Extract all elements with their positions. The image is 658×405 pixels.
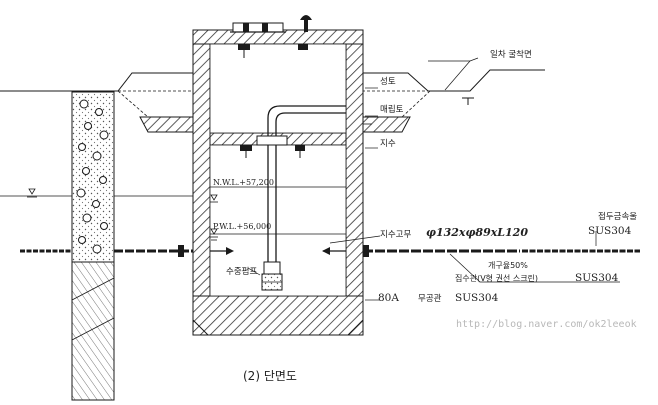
label-blind-pipe: 무공관 [418,293,442,304]
leader-lines [247,57,620,301]
label-sus304-top: SUS304 [588,225,632,237]
label-open-ratio: 개구율50% [488,260,528,270]
discharge-pipe [256,105,346,262]
ground-lines [0,69,545,105]
fill-layer [117,90,431,118]
caption: (2) 단면도 [243,369,297,383]
label-pump: 수중펌프 [226,266,257,277]
watermark-url: http://blog.naver.com/ok2leeok [456,319,637,330]
label-fitting-metal: 접두금속울 [598,211,637,222]
label-sus304-bottom: SUS304 [455,292,499,304]
submersible-pump [261,261,283,291]
label-backfill: 매립토 [380,105,404,115]
label-pwl: P.W.L.+56,000 [213,222,271,231]
well-structure [192,15,364,336]
label-nwl: N.W.L.+57,200 [213,178,274,187]
label-pipe-spec: φ132xφ89xL120 [426,226,528,239]
label-fill: 성토 [380,77,396,87]
label-sus304-mid: SUS304 [575,272,619,284]
label-waterproof: 지수 [380,139,396,149]
label-ground-excavation: 일차 굴착면 [490,49,532,60]
label-rubber-seal: 지수고무 [380,230,411,240]
label-80a: 80A [378,292,399,304]
collector-pipe [20,245,640,257]
label-collector-pipe: 집수관(V형 권선 스크린) [455,273,538,283]
borehole-column [71,91,115,401]
